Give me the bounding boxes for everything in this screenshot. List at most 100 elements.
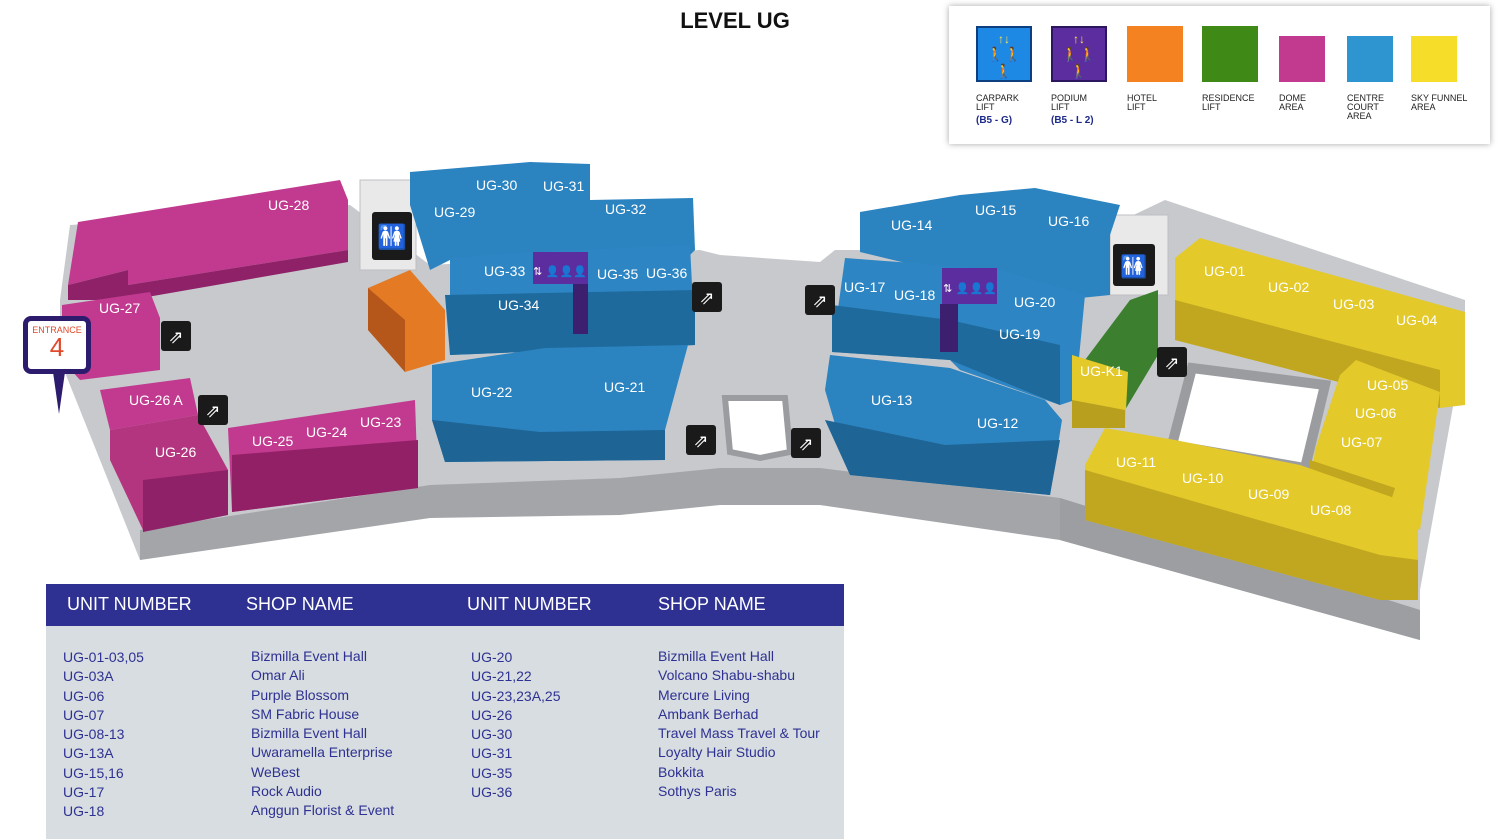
legend-item-sky-funnel-area: SKY FUNNEL AREA — [1411, 26, 1481, 112]
shop-name: Omar Ali — [251, 667, 305, 684]
toilet-icon: 🚻 — [1109, 214, 1169, 296]
unit-label: UG-20 — [1014, 294, 1055, 310]
left-unit-column: UG-01-03,05 UG-03A UG-06 UG-07 UG-08-13 … — [63, 648, 144, 822]
column-header: UNIT NUMBER — [467, 594, 592, 614]
legend-item-dome-area: DOME AREA — [1279, 26, 1349, 112]
shop-name: Ambank Berhad — [658, 705, 759, 722]
legend-label: PODIUM LIFT — [1051, 93, 1087, 112]
entrance-number: 4 — [49, 332, 65, 362]
unit-label: UG-32 — [605, 201, 646, 217]
unit-number: UG-01-03,05 — [63, 649, 144, 665]
unit-label: UG-08 — [1310, 502, 1351, 518]
unit-number: UG-35 — [471, 764, 513, 781]
escalator-icon: ⇗ — [161, 321, 191, 351]
unit-label: UG-01 — [1204, 263, 1245, 279]
escalator-icon: ⇗ — [791, 428, 821, 458]
unit-label: UG-16 — [1048, 213, 1089, 229]
svg-text:⇅ 👤👤👤: ⇅ 👤👤👤 — [943, 282, 997, 295]
svg-text:🚻: 🚻 — [1120, 254, 1147, 280]
unit-number: UG-06 — [63, 687, 105, 704]
svg-text:⇗: ⇗ — [699, 288, 714, 309]
shop-directory: UNIT NUMBER SHOP NAME UNIT NUMBER SHOP N… — [46, 584, 844, 839]
unit-label: UG-27 — [99, 300, 140, 316]
column-header: SHOP NAME — [246, 594, 354, 614]
unit-number: UG-03A — [63, 668, 114, 685]
legend-item-carpark-lift: ↑↓ 🚶🚶🚶 CARPARK LIFT (B5 - G) — [976, 26, 1046, 126]
unit-label: UG-06 — [1355, 405, 1396, 421]
svg-text:⇗: ⇗ — [693, 431, 708, 452]
unit-label: UG-11 — [1116, 454, 1156, 470]
unit-label: UG-02 — [1268, 279, 1309, 295]
unit-label: UG-29 — [434, 204, 475, 220]
unit-label: UG-10 — [1182, 470, 1223, 486]
legend-item-podium-lift: ↑↓ 🚶🚶🚶 PODIUM LIFT (B5 - L 2) — [1051, 26, 1121, 126]
shop-name: Mercure Living — [658, 686, 750, 703]
toilet-icon: 🚻 — [359, 179, 417, 271]
directory-header: UNIT NUMBER SHOP NAME UNIT NUMBER SHOP N… — [46, 584, 844, 626]
escalator-icon: ⇗ — [805, 285, 835, 315]
unit-label: UG-21 — [604, 379, 645, 395]
podium-lift-icon: ↑↓ 🚶🚶🚶 — [1051, 26, 1107, 82]
hotel-lift-swatch — [1127, 26, 1183, 82]
right-shop-column: Bizmilla Event Hall Volcano Shabu-shabu … — [658, 647, 820, 801]
legend-label: RESIDENCE LIFT — [1202, 93, 1255, 112]
unit-label: UG-26 — [155, 444, 196, 460]
sky-funnel-area — [1085, 238, 1465, 600]
unit-label: UG-25 — [252, 433, 293, 449]
legend-label: SKY FUNNEL AREA — [1411, 93, 1468, 112]
legend-label: DOME AREA — [1279, 93, 1306, 112]
unit-label: UG-14 — [891, 217, 932, 233]
unit-label: UG-15 — [975, 202, 1016, 218]
unit-number: UG-15,16 — [63, 764, 124, 781]
column-header: SHOP NAME — [658, 594, 766, 614]
residence-lift-swatch — [1202, 26, 1258, 82]
shop-name: Uwaramella Enterprise — [251, 744, 393, 761]
shop-name: Bizmilla Event Hall — [251, 648, 367, 664]
shop-name: Sothys Paris — [658, 783, 737, 800]
centre-court-left: ⇅ 👤👤👤 — [410, 162, 695, 462]
svg-text:⇅ 👤👤👤: ⇅ 👤👤👤 — [533, 265, 587, 278]
unit-label: UG-23 — [360, 414, 401, 430]
dome-area-swatch — [1279, 36, 1325, 82]
legend-sub: (B5 - L 2) — [1051, 115, 1094, 126]
legend-item-centre-court-area: CENTRE COURT AREA — [1347, 26, 1417, 121]
unit-label: UG-36 — [646, 265, 687, 281]
unit-number: UG-30 — [471, 726, 513, 743]
escalator-icon: ⇗ — [686, 425, 716, 455]
escalator-icon: ⇗ — [692, 282, 722, 312]
unit-number: UG-13A — [63, 745, 114, 762]
shop-name: Loyalty Hair Studio — [658, 744, 776, 761]
left-shop-column: Bizmilla Event Hall Omar Ali Purple Blos… — [251, 647, 394, 821]
legend-sub: (B5 - G) — [976, 115, 1013, 126]
right-unit-column: UG-20 UG-21,22 UG-23,23A,25 UG-26 UG-30 … — [471, 648, 561, 802]
unit-label: UG-K1 — [1080, 363, 1123, 379]
unit-label: UG-28 — [268, 197, 309, 213]
unit-label: UG-13 — [871, 392, 912, 408]
unit-label: UG-35 — [597, 266, 638, 282]
unit-number: UG-26 — [471, 706, 513, 723]
shop-name: Bokkita — [658, 763, 704, 780]
unit-label: UG-09 — [1248, 486, 1289, 502]
unit-label: UG-17 — [844, 279, 885, 295]
shop-name: Volcano Shabu-shabu — [658, 667, 795, 684]
unit-number: UG-07 — [63, 706, 105, 723]
unit-number: UG-21,22 — [471, 668, 532, 685]
unit-label: UG-19 — [999, 326, 1040, 342]
escalator-icon: ⇗ — [1157, 347, 1187, 377]
shop-name: SM Fabric House — [251, 705, 360, 722]
column-header: UNIT NUMBER — [67, 594, 192, 614]
entrance-marker: ENTRANCE 4 — [23, 316, 91, 374]
sky-funnel-area-swatch — [1411, 36, 1457, 82]
unit-label: UG-22 — [471, 384, 512, 400]
unit-label: UG-34 — [498, 297, 539, 313]
shop-name: Anggun Florist & Event — [251, 802, 395, 819]
unit-label: UG-05 — [1367, 377, 1408, 393]
shop-name: Purple Blossom — [251, 686, 350, 703]
centre-court-area-swatch — [1347, 36, 1393, 82]
legend-item-residence-lift: RESIDENCE LIFT — [1202, 26, 1272, 112]
unit-label: UG-18 — [894, 287, 935, 303]
hotel-lift — [368, 270, 445, 372]
shop-name: Bizmilla Event Hall — [658, 648, 774, 664]
carpark-lift-icon: ↑↓ 🚶🚶🚶 — [976, 26, 1032, 82]
